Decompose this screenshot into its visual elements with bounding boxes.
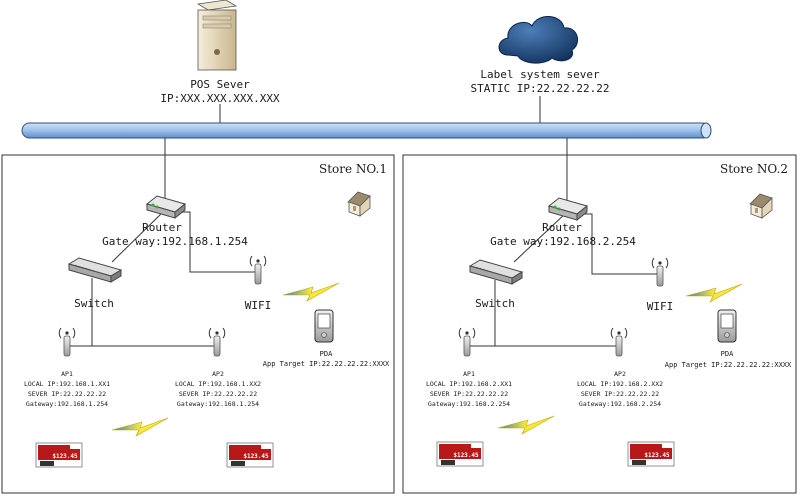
store-2-router-name: Router [542,221,582,234]
store-1-title: Store NO.1 [319,162,387,176]
store-1-ap2-local: LOCAL IP:192.168.1.XX2 [175,380,261,388]
store-1-wifi-signal-icon [282,282,340,302]
store-1-ap1-server: SEVER IP:22.22.22.22 [28,390,106,398]
store-1-house-icon [347,191,371,217]
store-1-switch-icon [68,257,122,283]
svg-text:$123.45: $123.45 [644,452,670,459]
store-2-pda-name: PDA [721,350,734,358]
pos-server-ip: IP:XXX.XXX.XXX.XXX [160,92,280,105]
store-1-tag-signal-icon [111,417,169,437]
svg-text:$123.45: $123.45 [453,452,479,459]
label-server-name: Label system sever [480,68,600,81]
store-1-ap1-name: AP1 [61,370,73,378]
store-2-switch-label: Switch [475,297,515,310]
store-2-title: Store NO.2 [720,162,788,176]
store-1-pda-target: App Target IP:22.22.22.22:XXXX [263,360,390,368]
store-2-house-icon [749,193,773,219]
store-2-pda-icon [717,309,737,343]
store-1-ap2-icon [208,327,226,357]
store-2-wifi-label: WIFI [647,300,674,313]
store-1-ap2-gateway: Gateway:192.168.1.254 [177,400,259,408]
store-1-ap1-local: LOCAL IP:192.168.1.XX1 [24,380,110,388]
store-1-router-gateway: Gate way:192.168.1.254 [102,235,248,248]
pos-server-name: POS Sever [190,78,250,91]
store-1-ap2-server: SEVER IP:22.22.22.22 [179,390,257,398]
store-2-wifi-signal-icon [685,283,743,303]
store-1-ap1-gateway: Gateway:192.168.1.254 [26,400,108,408]
store-1-panel: Store NO.1 Router Gate way:192.168.1.254… [1,154,395,494]
store-2-ap2-server: SEVER IP:22.22.22.22 [581,390,659,398]
store-1-ap2-name: AP2 [212,370,224,378]
store-2-panel: Store NO.2 Router Gate way:192.168.2.254… [402,154,797,494]
store-2-ap1-gateway: Gateway:192.168.2.254 [428,400,510,408]
store-2-wifi-antenna-icon [651,257,669,287]
cloud-icon [498,16,579,64]
store-2-ap1-local: LOCAL IP:192.168.2.XX1 [426,380,512,388]
pos-server-icon [196,0,238,71]
store-2-price-tag-1: $123.45 [436,441,484,467]
store-1-wifi-antenna-icon [249,255,267,285]
label-server-ip: STATIC IP:22.22.22.22 [470,82,609,95]
store-2-router-icon [548,197,588,221]
svg-text:$123.45: $123.45 [243,453,269,460]
store-2-ap2-name: AP2 [614,370,626,378]
store-2-router-gateway: Gate way:192.168.2.254 [490,235,636,248]
svg-text:$123.45: $123.45 [52,453,78,460]
store-2-ap1-icon [458,327,476,357]
store-2-pda-target: App Target IP:22.22.22.22:XXXX [665,361,792,369]
store-2-switch-icon [469,259,523,285]
store-2-price-tag-2: $123.45 [627,441,675,467]
store-1-switch-label: Switch [74,297,114,310]
network-backbone [21,122,711,139]
store-2-ap2-gateway: Gateway:192.168.2.254 [579,400,661,408]
store-1-pda-name: PDA [320,350,333,358]
store-2-tag-signal-icon [497,415,555,435]
store-2-ap2-local: LOCAL IP:192.168.2.XX2 [577,380,663,388]
store-1-router-name: Router [142,221,182,234]
store-1-pda-icon [314,309,334,343]
store-1-router-icon [146,195,186,219]
store-1-price-tag-1: $123.45 [35,442,83,468]
store-2-ap2-icon [610,327,628,357]
store-1-price-tag-2: $123.45 [226,442,274,468]
store-1-wifi-label: WIFI [245,299,272,312]
store-1-ap1-icon [58,327,76,357]
store-2-ap1-name: AP1 [463,370,475,378]
store-2-ap1-server: SEVER IP:22.22.22.22 [430,390,508,398]
